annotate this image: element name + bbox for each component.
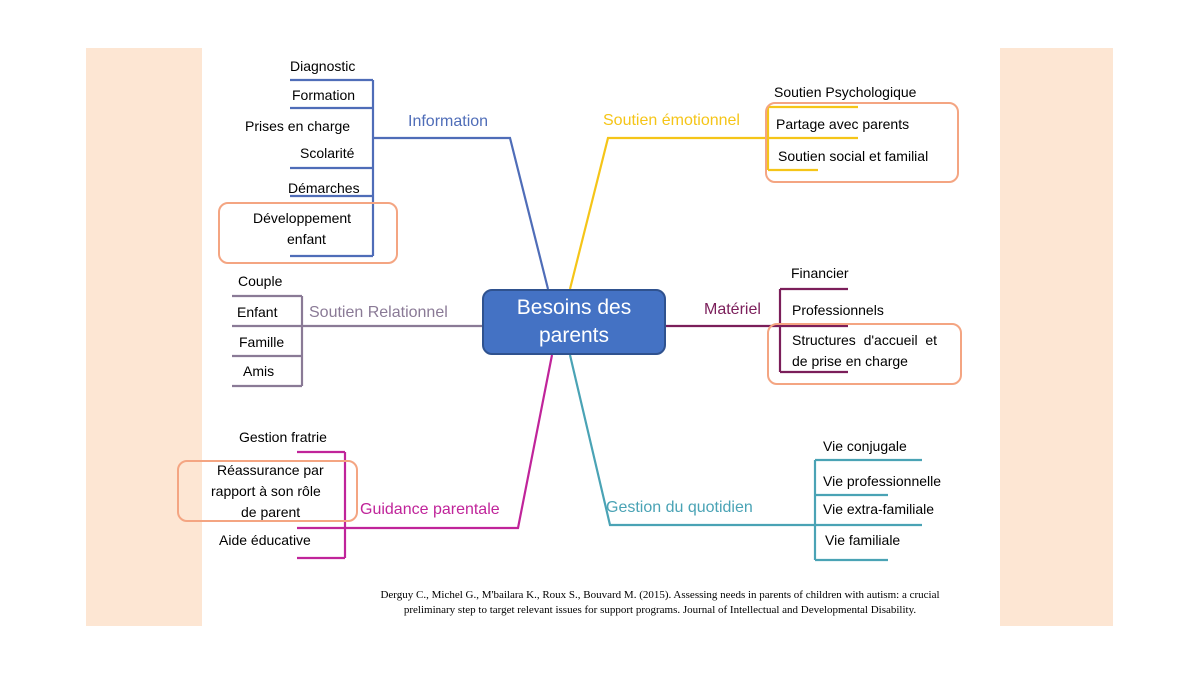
information-branch-lines xyxy=(290,78,550,290)
soutien-relationnel-item: Enfant xyxy=(237,304,278,320)
right-side-band xyxy=(1000,48,1113,626)
guidance-parentale-item: Gestion fratrie xyxy=(239,429,327,445)
gestion-quotidien-branch-lines xyxy=(568,354,922,562)
central-node-line1: Besoins des xyxy=(516,296,632,319)
information-highlight-line2: enfant xyxy=(287,231,326,247)
materiel-branch-lines xyxy=(666,287,848,374)
citation-line1: Derguy C., Michel G., M'bailara K., Roux… xyxy=(380,589,940,601)
soutien-relationnel-item: Famille xyxy=(239,334,285,350)
highlight-box-structures xyxy=(767,323,962,385)
information-item: Scolarité xyxy=(300,145,355,161)
branch-label-guidance-parentale: Guidance parentale xyxy=(360,501,500,518)
citation: Derguy C., Michel G., M'bailara K., Roux… xyxy=(330,588,990,618)
highlight-box-soutien-emotionnel xyxy=(765,102,959,183)
soutien-relationnel-branch-lines xyxy=(232,294,482,388)
soutien-emotionnel-item: Soutien Psychologique xyxy=(774,84,917,100)
highlight-box-developpement xyxy=(218,202,398,264)
guidance-highlight-line1: Réassurance par xyxy=(217,462,324,478)
soutien-relationnel-item: Amis xyxy=(243,363,275,379)
soutien-emotionnel-item: Soutien social et familial xyxy=(778,148,929,164)
materiel-item: Professionnels xyxy=(792,302,884,318)
materiel-highlight-line1: Structures d'accueil et xyxy=(792,332,938,348)
guidance-highlight-line2: rapport à son rôle xyxy=(211,483,321,499)
information-item: Diagnostic xyxy=(290,58,356,74)
information-item: Prises en charge xyxy=(245,118,351,134)
gestion-quotidien-item: Vie conjugale xyxy=(823,438,907,454)
soutien-relationnel-item: Couple xyxy=(238,273,283,289)
gestion-quotidien-item: Vie familiale xyxy=(825,532,901,548)
information-item: Formation xyxy=(292,87,356,103)
soutien-emotionnel-item: Partage avec parents xyxy=(776,116,910,132)
materiel-item: Financier xyxy=(791,265,849,281)
branch-label-information: Information xyxy=(408,113,489,130)
highlight-box-reassurance xyxy=(177,460,358,522)
branch-label-materiel: Matériel xyxy=(704,301,761,318)
materiel-highlight-line2: de prise en charge xyxy=(792,353,908,369)
guidance-highlight-line3: de parent xyxy=(241,504,301,520)
branch-label-soutien-relationnel: Soutien Relationnel xyxy=(309,304,448,321)
guidance-parentale-item: Aide éducative xyxy=(219,532,311,548)
central-node: Besoins des parents xyxy=(482,289,666,355)
citation-line2: preliminary step to target relevant issu… xyxy=(403,604,917,616)
information-highlight-line1: Développement xyxy=(253,210,352,226)
central-node-line2: parents xyxy=(538,324,610,347)
branch-label-gestion-quotidien: Gestion du quotidien xyxy=(606,499,753,516)
guidance-parentale-branch-lines xyxy=(297,354,554,560)
information-item: Démarches xyxy=(288,180,360,196)
soutien-emotionnel-branch-lines xyxy=(568,105,858,290)
gestion-quotidien-item: Vie professionnelle xyxy=(823,473,942,489)
branch-label-soutien-emotionnel: Soutien émotionnel xyxy=(603,112,740,129)
gestion-quotidien-item: Vie extra-familiale xyxy=(823,501,935,517)
left-side-band xyxy=(86,48,202,626)
